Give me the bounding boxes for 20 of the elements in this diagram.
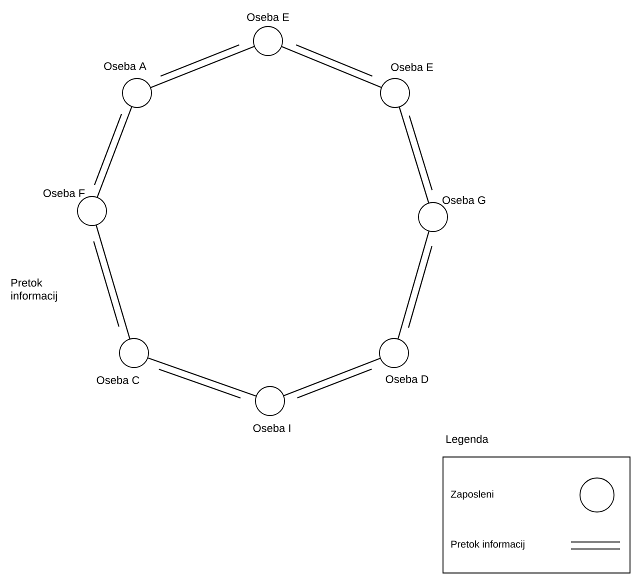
legend-title: Legenda [446,434,488,446]
node-label: Oseba D [386,374,428,384]
node-label: Oseba E [391,62,433,72]
double-line [150,44,255,88]
double-line [281,44,382,88]
double-line [94,106,132,198]
node-label: Oseba F [43,188,85,198]
double-line [148,357,256,399]
double-line [398,106,433,204]
double-line [398,230,432,340]
double-line [93,224,130,340]
node-label: Oseba G [442,196,486,204]
flow-label: Pretok informacij [11,278,57,302]
node-label: Oseba C [96,376,140,384]
node-label: Oseba I [253,424,290,432]
double-line [283,358,381,398]
node-label: Oseba A [104,62,146,70]
node-label: Oseba E [247,12,289,22]
legend-text: Pretok informacij [451,540,524,550]
legend-text: Zaposleni [450,490,494,500]
